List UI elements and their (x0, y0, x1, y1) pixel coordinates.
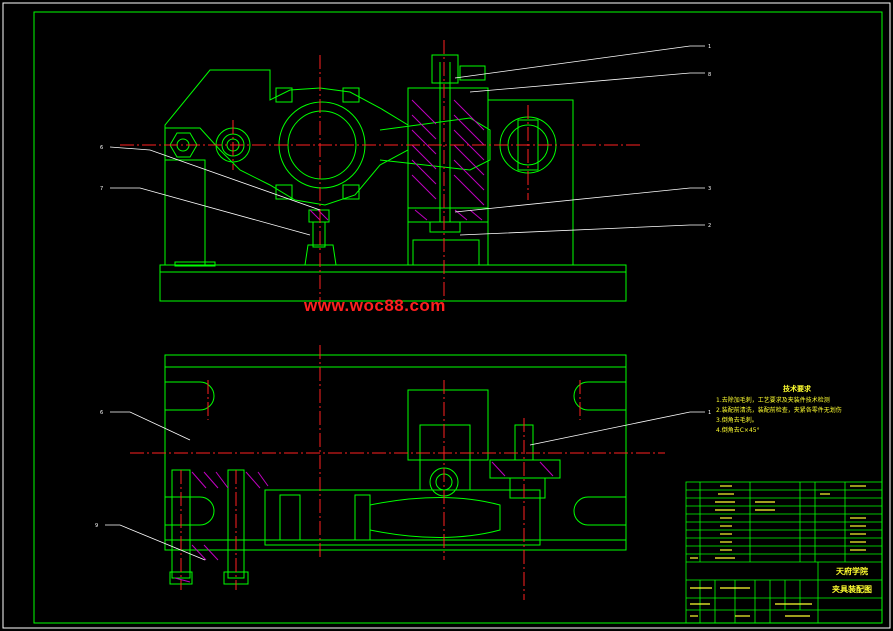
technical-note-line: 2.装配前清洗，装配前检查，夹紧各零件无划伤 (716, 407, 842, 414)
sheet-border-inner (33, 11, 883, 624)
front-view-hatching (309, 99, 485, 221)
title-block-school: 天府学院 (836, 566, 868, 576)
callout-top-5: 3 (708, 186, 711, 192)
callout-top-4: 7 (100, 186, 103, 192)
plan-view (164, 354, 627, 585)
callout-bottom-2: 1 (708, 410, 711, 416)
callout-bottom-1: 6 (100, 410, 103, 416)
technical-note-line: 1.去除加毛刺，工艺要求及夹装件技术检测 (716, 397, 830, 404)
callout-top-3: 6 (100, 145, 103, 151)
callout-top-2: 8 (708, 72, 711, 78)
technical-note-line: 3.倒角去毛刺。 (716, 417, 758, 424)
leader-lines (105, 45, 705, 561)
front-view-centerlines (120, 40, 640, 305)
technical-notes-title: 技术要求 (783, 385, 811, 393)
title-block (685, 481, 883, 624)
callout-numbers: 1 8 6 7 3 2 6 1 9 (95, 44, 711, 529)
technical-notes: 技术要求 1.去除加毛刺，工艺要求及夹装件技术检测 2.装配前清洗，装配前检查，… (716, 384, 878, 436)
callout-top-6: 2 (708, 223, 711, 229)
callout-bottom-3: 9 (95, 523, 98, 529)
plan-view-centerlines (130, 345, 665, 600)
title-block-drawing-name: 夹具装配图 (832, 584, 872, 594)
plan-view-hatching (174, 461, 554, 583)
technical-note-line: 4.倒角去C×45° (716, 427, 760, 434)
parts-list-entries (690, 485, 866, 617)
callout-top-1: 1 (708, 44, 711, 50)
watermark: www.woc88.com (304, 296, 446, 315)
